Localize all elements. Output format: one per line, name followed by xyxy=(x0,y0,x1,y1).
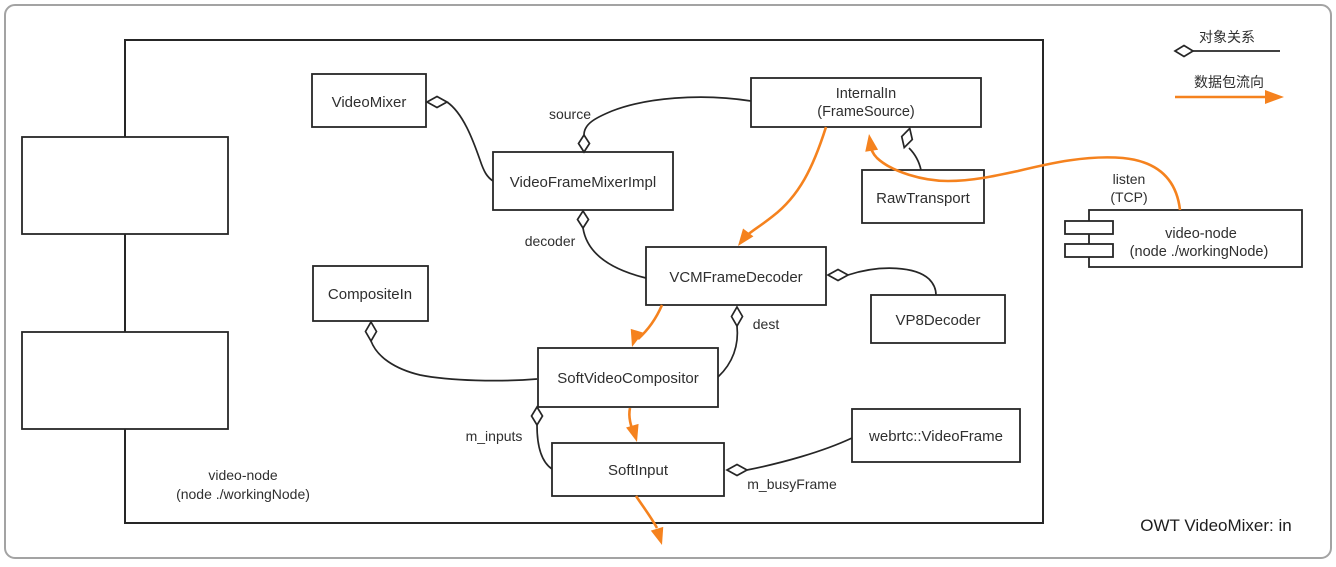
node-softinput-label: SoftInput xyxy=(608,462,669,479)
component-tab-icon-bottom xyxy=(1064,243,1114,258)
node-vp8decoder-box xyxy=(870,294,1006,344)
edge-source-internalin-to-videoframemixerimpl xyxy=(583,96,752,136)
legend-data-flow-label: 数据包流向 xyxy=(1194,74,1264,90)
container-label-line2: (node ./workingNode) xyxy=(176,486,310,502)
node-vp8decoder-label: VP8Decoder xyxy=(895,312,980,329)
edge-label-source: source xyxy=(549,106,591,122)
aggregation-diamond-icon xyxy=(425,95,449,109)
component-videonode-box xyxy=(1088,209,1303,268)
aggregation-diamond-icon xyxy=(530,405,544,427)
edge-label-m-busyframe: m_busyFrame xyxy=(747,476,837,492)
node-internalin-label-line2: (FrameSource) xyxy=(817,104,915,120)
edge-decoder-videoframemixerimpl-to-vcmframedecoder xyxy=(582,227,647,279)
aggregation-diamond-icon xyxy=(577,133,591,154)
aggregation-diamond-icon xyxy=(364,320,378,343)
edge-videomixer-to-videoframemixerimpl xyxy=(446,101,494,182)
video-node-container-box xyxy=(124,39,1044,524)
edge-vcmframedecoder-to-vp8decoder xyxy=(847,267,937,296)
flow-softinput-output xyxy=(634,495,659,529)
node-webrtcvideoframe-box xyxy=(851,408,1021,463)
flow-arrowhead-icon xyxy=(738,228,754,246)
aggregation-diamond-icon xyxy=(900,126,914,150)
legend-object-relation-label: 对象关系 xyxy=(1199,29,1255,45)
node-vcmframedecoder-label: VCMFrameDecoder xyxy=(669,269,802,286)
flow-arrowhead-icon xyxy=(630,328,644,347)
edge-label-listen-line1: listen xyxy=(1113,171,1146,187)
flow-internalin-to-vcmframedecoder xyxy=(741,126,828,241)
flow-arrowhead-icon xyxy=(626,423,639,442)
node-videomixer-label: VideoMixer xyxy=(332,94,407,111)
diagram-caption: OWT VideoMixer: in xyxy=(1140,516,1291,535)
edge-mbusyframe-softinput-to-webrtcvideoframe xyxy=(746,437,853,471)
node-softinput-box xyxy=(551,442,725,497)
container-label-line1: video-node xyxy=(208,467,277,483)
aggregation-diamond-icon xyxy=(730,305,744,328)
flow-videonode-to-internalin xyxy=(867,140,1182,211)
flow-arrowhead-icon xyxy=(865,134,879,152)
unlabeled-port-box-bottom xyxy=(21,331,229,430)
aggregation-diamond-icon xyxy=(1173,44,1195,58)
flow-arrowhead-icon xyxy=(1265,90,1284,104)
edge-minputs-softvideocompositor-to-softinput xyxy=(536,424,553,470)
component-videonode-label-line2: (node ./workingNode) xyxy=(1130,244,1269,260)
node-compositein-label: CompositeIn xyxy=(328,286,412,303)
edge-compositein-to-softvideocompositor xyxy=(370,340,538,382)
edge-dest-vcmframedecoder-to-softvideocompositor xyxy=(717,325,739,378)
node-softvideocompositor-box xyxy=(537,347,719,408)
edge-label-m-inputs: m_inputs xyxy=(466,428,523,444)
component-videonode-label-line1: video-node xyxy=(1165,226,1237,242)
node-rawtransport-label: RawTransport xyxy=(876,190,970,207)
aggregation-diamond-icon xyxy=(576,209,590,230)
component-tab-icon-top xyxy=(1064,220,1114,235)
node-compositein-box xyxy=(312,265,429,322)
node-videomixer-box xyxy=(311,73,427,128)
aggregation-diamond-icon xyxy=(826,268,850,282)
node-vcmframedecoder-box xyxy=(645,246,827,306)
node-webrtcvideoframe-label: webrtc::VideoFrame xyxy=(868,428,1003,445)
node-videoframemixerimpl-label: VideoFrameMixerImpl xyxy=(510,174,656,191)
node-internalin-label-line1: InternalIn xyxy=(836,86,896,102)
aggregation-diamond-icon xyxy=(725,463,749,477)
node-softvideocompositor-label: SoftVideoCompositor xyxy=(557,370,698,387)
edge-label-decoder: decoder xyxy=(525,233,576,249)
edge-label-listen-line2: (TCP) xyxy=(1110,189,1147,205)
unlabeled-port-box-top xyxy=(21,136,229,235)
flow-arrowhead-icon xyxy=(650,526,664,545)
edge-internalin-to-rawtransport xyxy=(908,147,922,171)
node-internalin-box xyxy=(750,77,982,128)
edge-label-dest: dest xyxy=(753,316,780,332)
flow-vcmframedecoder-to-softvideocompositor xyxy=(637,304,664,340)
